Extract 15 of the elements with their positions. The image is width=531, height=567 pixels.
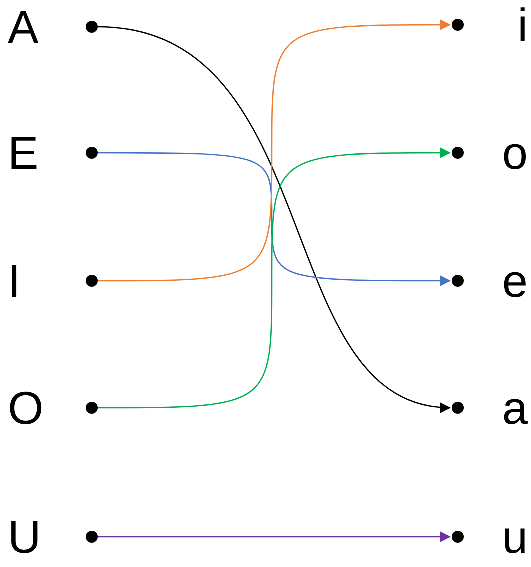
arrow <box>98 20 452 282</box>
node-label: u <box>502 512 528 562</box>
node-label: i <box>518 0 528 50</box>
arrow <box>98 532 452 542</box>
arrow <box>98 148 452 409</box>
node-label: a <box>502 383 528 433</box>
node-label: A <box>8 2 39 52</box>
node-label: o <box>502 128 528 178</box>
node-label: O <box>8 383 44 433</box>
arrow <box>98 26 452 412</box>
node-label: I <box>8 256 21 306</box>
arrow <box>98 152 452 286</box>
node-label: U <box>8 512 42 562</box>
node-label: e <box>502 256 528 306</box>
node-label: E <box>8 128 39 178</box>
